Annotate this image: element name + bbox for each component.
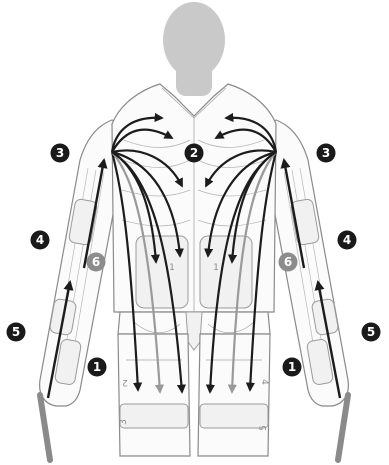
right-sleeve (266, 120, 349, 406)
knee-left-panel-label: 3 (119, 419, 129, 425)
step-marker-6-left: 6 (87, 253, 106, 272)
chest-right-panel-label: 1 (213, 263, 219, 273)
step-marker-4-right: 4 (338, 231, 357, 250)
step-marker-3-left: 3 (51, 144, 70, 163)
step-marker-3-right: 3 (317, 144, 336, 163)
torso-vest (112, 84, 276, 312)
svg-text:3: 3 (322, 146, 330, 160)
svg-text:6: 6 (92, 255, 100, 269)
right-strap (338, 395, 348, 460)
step-marker-5-left: 5 (7, 323, 26, 342)
svg-text:2: 2 (190, 146, 198, 160)
svg-text:1: 1 (93, 360, 101, 374)
knee-right-panel-label: 5 (259, 425, 269, 431)
left-sleeve (40, 120, 123, 406)
svg-text:3: 3 (56, 146, 64, 160)
svg-text:4: 4 (343, 233, 351, 247)
step-marker-1-left: 1 (88, 358, 107, 377)
step-marker-2: 2 (185, 144, 204, 163)
svg-text:5: 5 (12, 325, 20, 339)
step-marker-1-right: 1 (283, 358, 302, 377)
svg-text:6: 6 (284, 255, 292, 269)
step-marker-5-right: 5 (362, 323, 381, 342)
svg-text:5: 5 (367, 325, 375, 339)
step-marker-4-left: 4 (31, 231, 50, 250)
thigh-right-panel-label: 4 (259, 379, 269, 385)
svg-text:1: 1 (288, 360, 296, 374)
lower-garment (118, 334, 270, 456)
mannequin-head (163, 2, 225, 96)
thigh-left-panel-label: 2 (122, 377, 128, 387)
chest-left-panel-label: 1 (169, 263, 175, 273)
left-strap (40, 395, 50, 460)
svg-text:4: 4 (36, 233, 44, 247)
step-marker-6-right: 6 (279, 253, 298, 272)
